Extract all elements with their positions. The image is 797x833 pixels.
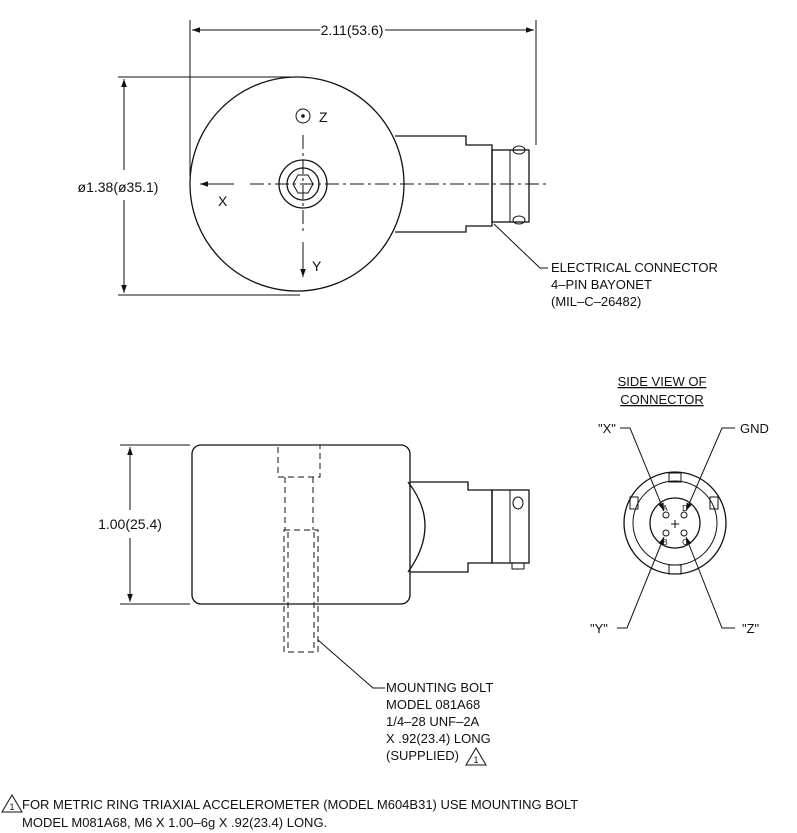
pin-d xyxy=(680,511,688,519)
width-dimension xyxy=(189,20,537,176)
label-y-pin: "Y" xyxy=(590,621,608,636)
z-pin-leader xyxy=(685,536,735,629)
revision-triangle-icon: 1 xyxy=(465,747,487,766)
bolt-head-hidden xyxy=(277,444,321,478)
top-view: Z X Y 2.11(53.6) ø1.38(ø35.1) ELECTRICAL… xyxy=(78,20,718,309)
connector-view-title-1: SIDE VIEW OF xyxy=(618,374,707,389)
connector-callout-line3: (MIL–C–26482) xyxy=(551,294,641,309)
label-x-pin: "X" xyxy=(598,421,616,436)
footnote: 1 FOR METRIC RING TRIAXIAL ACCELEROMETER… xyxy=(1,794,578,830)
pin-b-label: B xyxy=(662,538,667,547)
pin-c xyxy=(680,529,688,537)
width-dim-label: 2.11(53.6) xyxy=(321,22,384,38)
axis-x-label: X xyxy=(218,193,228,209)
bayonet-pin-bottom xyxy=(512,215,526,225)
diameter-dimension xyxy=(118,76,300,296)
bolt-thread-hidden xyxy=(283,529,319,653)
side-body xyxy=(191,444,411,605)
connector-callout-line2: 4–PIN BAYONET xyxy=(551,277,652,292)
label-gnd-pin: GND xyxy=(740,421,769,436)
bolt-callout-line5: (SUPPLIED) xyxy=(386,748,459,763)
svg-text:1: 1 xyxy=(473,755,478,765)
footnote-line1: FOR METRIC RING TRIAXIAL ACCELEROMETER (… xyxy=(22,797,578,812)
x-pin-leader xyxy=(620,427,665,512)
bolt-callout-line4: X .92(23.4) LONG xyxy=(386,731,491,746)
pin-d-label: D xyxy=(682,504,688,513)
diameter-dim-label: ø1.38(ø35.1) xyxy=(78,179,159,195)
height-dimension xyxy=(120,444,190,605)
side-view: 1.00(25.4) MOUNTING BOLT MODEL 081A68 1/… xyxy=(98,444,530,766)
side-connector-pin xyxy=(512,496,524,510)
side-connector-key xyxy=(511,562,525,570)
connector-view-title-2: CONNECTOR xyxy=(620,392,704,407)
pin-a-label: A xyxy=(662,504,668,513)
bayonet-pin-top xyxy=(512,145,526,155)
connector-leader xyxy=(493,223,548,269)
svg-text:1: 1 xyxy=(9,802,14,812)
gnd-pin-leader xyxy=(685,427,735,512)
z-axis-marker xyxy=(295,108,311,124)
bolt-callout-line1: MOUNTING BOLT xyxy=(386,680,493,695)
bolt-callout-line2: MODEL 081A68 xyxy=(386,697,480,712)
height-dim-label: 1.00(25.4) xyxy=(98,516,162,532)
bolt-leader xyxy=(317,639,385,689)
footnote-triangle-icon: 1 xyxy=(1,794,23,813)
pin-b xyxy=(662,529,670,537)
connector-callout-line1: ELECTRICAL CONNECTOR xyxy=(551,260,718,275)
connector-view: SIDE VIEW OF CONNECTOR A D B C "X" GND "… xyxy=(590,374,769,636)
footnote-line2: MODEL M081A68, M6 X 1.00–6g X .92(23.4) … xyxy=(22,815,327,830)
pin-a xyxy=(662,511,670,519)
axis-y-label: Y xyxy=(312,258,322,274)
y-pin-leader xyxy=(617,536,665,629)
label-z-pin: "Z" xyxy=(742,621,760,636)
axis-z-label: Z xyxy=(319,109,328,125)
side-connector-boss xyxy=(407,481,426,573)
pin-c-label: C xyxy=(682,538,688,547)
bolt-callout-line3: 1/4–28 UNF–2A xyxy=(386,714,480,729)
connector-inner-ring xyxy=(649,497,701,549)
